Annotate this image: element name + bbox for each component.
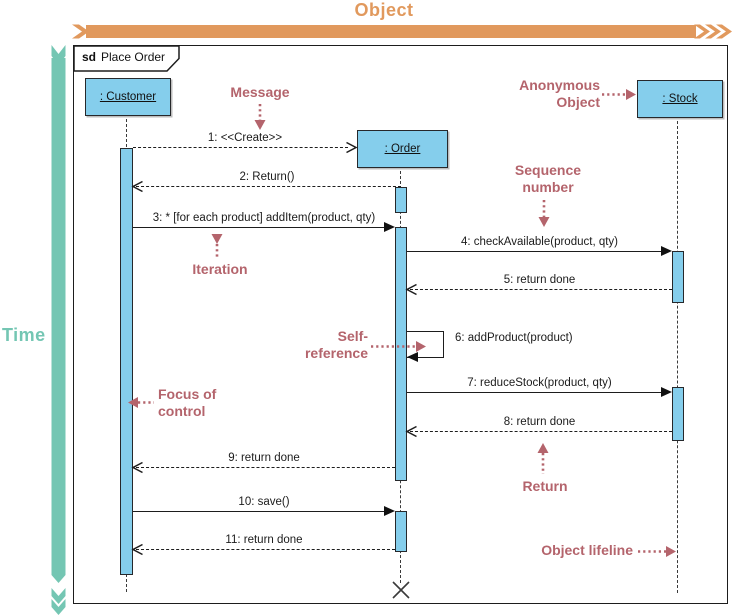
arrowhead-open-left-icon (131, 461, 143, 474)
annotation-arrow-up-icon (211, 234, 223, 259)
message-8-line (410, 431, 672, 432)
message-7-label: 7: reduceStock(product, qty) (467, 377, 612, 389)
destruction-x-icon (392, 581, 410, 599)
object-axis-arrow-icon (72, 24, 732, 39)
message-10-label: 10: save() (238, 496, 290, 508)
message-2-label: 2: Return() (239, 171, 295, 183)
message-9-label: 9: return done (228, 452, 300, 464)
annotation-self-reference-line2: reference (304, 345, 368, 361)
message-11-label: 11: return done (225, 534, 303, 546)
annotation-anonymous-object: Anonymous Object (500, 77, 600, 111)
message-2-line (136, 186, 401, 187)
stock-lifeline-label: : Stock (662, 93, 698, 105)
stock-activation-2 (672, 387, 684, 441)
message-5-label: 5: return done (503, 274, 576, 286)
arrowhead-open-right-icon (346, 141, 358, 154)
message-5-line (410, 289, 672, 290)
arrowhead-open-left-icon (131, 543, 143, 556)
lifeline-head-stock: : Stock (637, 80, 723, 118)
arrowhead-filled-right-icon (384, 506, 395, 516)
annotation-arrow-right-icon (638, 546, 676, 557)
message-7-line (407, 392, 662, 393)
stock-activation-1 (672, 251, 684, 303)
annotation-sequence-number-line1: Sequence (514, 162, 582, 178)
annotation-focus-of-control-line1: Focus of (158, 386, 217, 402)
arrowhead-filled-right-icon (384, 222, 395, 232)
message-6-label: 6: addProduct(product) (455, 332, 573, 344)
arrowhead-open-left-icon (405, 283, 417, 296)
annotation-focus-of-control-line2: control (158, 403, 206, 419)
arrowhead-filled-right-icon (661, 246, 672, 256)
message-10-line (133, 511, 385, 512)
message-9-line (136, 467, 395, 468)
message-3-line (133, 227, 385, 228)
message-4-label: 4: checkAvailable(product, qty) (460, 236, 619, 248)
annotation-arrow-up-icon (537, 443, 549, 474)
order-activation-return (395, 187, 407, 213)
time-axis-label: Time (2, 325, 46, 345)
annotation-message: Message (230, 84, 290, 100)
frame-tab-shape (73, 45, 180, 72)
lifeline-head-customer: : Customer (85, 78, 171, 116)
annotation-iteration: Iteration (192, 261, 248, 277)
annotation-arrow-down-icon (254, 104, 266, 130)
annotation-self-reference-line1: Self- (337, 328, 368, 344)
message-4-line (407, 251, 662, 252)
frame-keyword: sd (82, 50, 97, 64)
annotation-self-reference: Self- reference (290, 328, 368, 362)
annotation-arrow-down-icon (538, 200, 550, 227)
message-8-label: 8: return done (503, 416, 576, 428)
interaction-frame (73, 45, 728, 604)
annotation-sequence-number-line2: number (522, 179, 574, 195)
frame-name: Place Order (101, 50, 166, 64)
arrowhead-filled-right-icon (661, 387, 672, 397)
order-lifeline-label: : Order (384, 143, 421, 155)
message-1-label: 1: <<Create>> (207, 132, 283, 144)
time-axis-arrow-icon (51, 45, 66, 615)
self-message-loop (407, 331, 444, 358)
order-activation-main (395, 227, 407, 481)
message-1-line (133, 147, 348, 148)
annotation-arrow-right-icon (371, 341, 426, 352)
customer-lifeline-label: : Customer (99, 91, 157, 103)
message-3-label: 3: * [for each product] addItem(product,… (152, 212, 376, 224)
arrowhead-filled-left-icon (407, 352, 418, 362)
annotation-return: Return (522, 478, 568, 494)
object-axis-label: Object (354, 0, 414, 20)
stock-lifeline (677, 116, 678, 593)
annotation-arrow-left-icon (128, 397, 154, 408)
annotation-focus-of-control: Focus of control (158, 386, 238, 420)
lifeline-head-order: : Order (357, 130, 448, 168)
annotation-anonymous-object-line1: Anonymous (519, 77, 600, 93)
order-activation-save (395, 511, 407, 552)
frame-title: sd Place Order (82, 50, 165, 64)
annotation-sequence-number: Sequence number (498, 162, 598, 196)
annotation-object-lifeline: Object lifeline (541, 542, 633, 558)
arrowhead-open-left-icon (405, 425, 417, 438)
annotation-arrow-right-icon (602, 89, 636, 100)
message-11-line (136, 549, 395, 550)
annotation-anonymous-object-line2: Object (556, 94, 600, 110)
arrowhead-open-left-icon (131, 180, 143, 193)
customer-activation (120, 148, 133, 575)
